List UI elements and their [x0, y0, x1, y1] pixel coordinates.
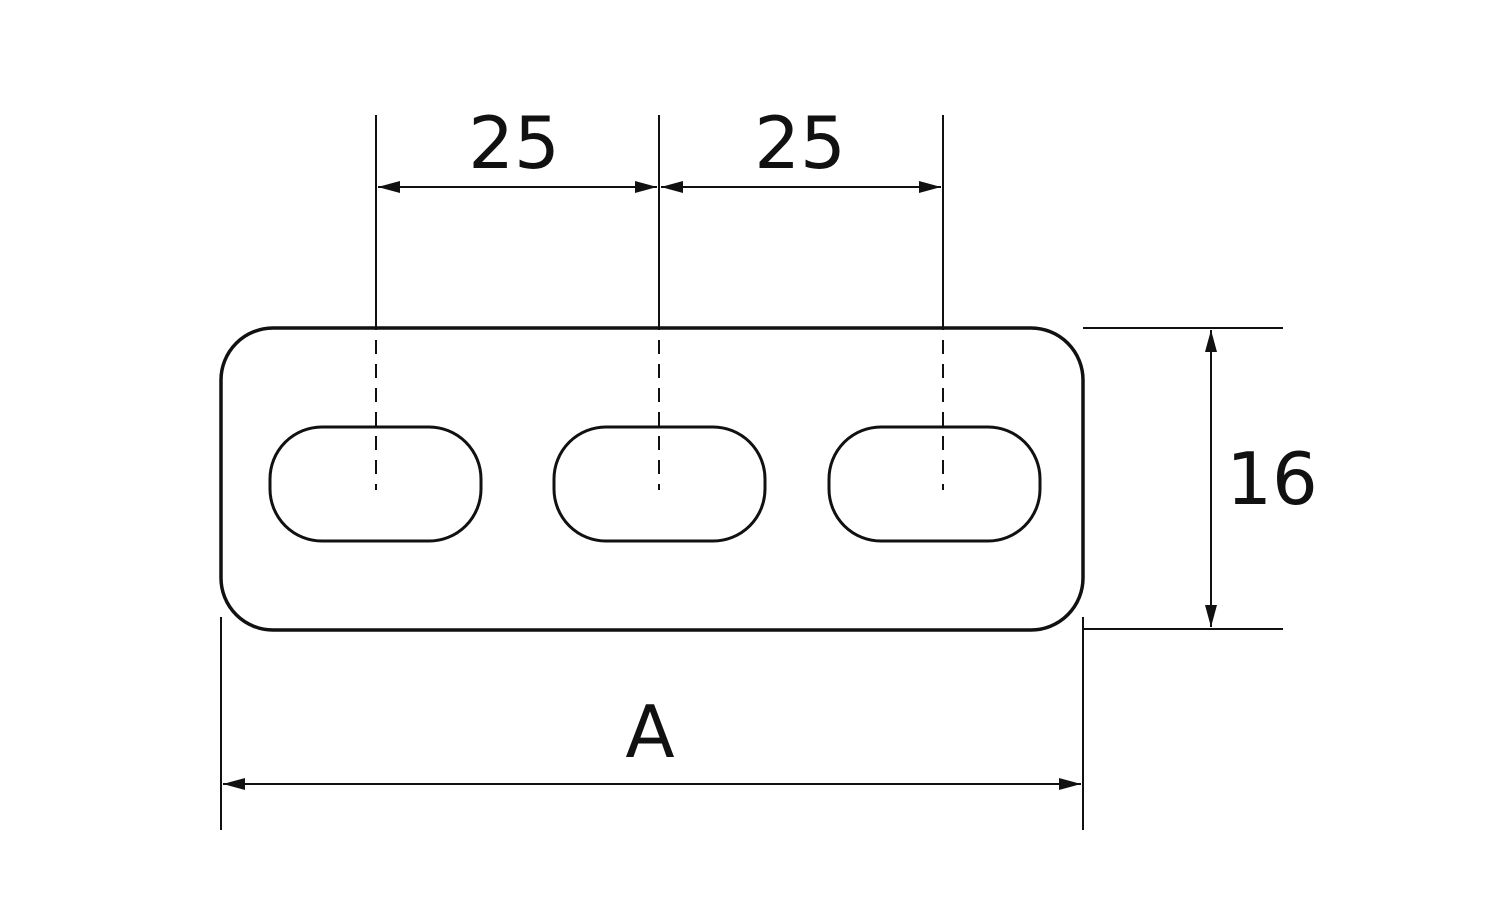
dimension-length: A	[220, 617, 1084, 830]
dimension-label-pitch-right: 25	[754, 101, 846, 185]
arrowhead-right	[919, 181, 941, 193]
arrowhead-left	[378, 181, 400, 193]
arrowhead-up	[1205, 330, 1217, 352]
arrowhead-down	[1205, 605, 1217, 627]
dimension-label-pitch-left: 25	[468, 101, 560, 185]
dimension-label-length: A	[625, 690, 674, 774]
dimension-label-height: 16	[1226, 437, 1318, 521]
arrowhead-left	[661, 181, 683, 193]
arrowhead-right	[1059, 778, 1081, 790]
dimension-height: 16	[1083, 327, 1318, 630]
arrowhead-right	[635, 181, 657, 193]
arrowhead-left	[223, 778, 245, 790]
dimension-pitch-left: 25	[378, 101, 657, 193]
dimension-pitch-right: 25	[661, 101, 941, 193]
slot-right	[827, 425, 1042, 543]
